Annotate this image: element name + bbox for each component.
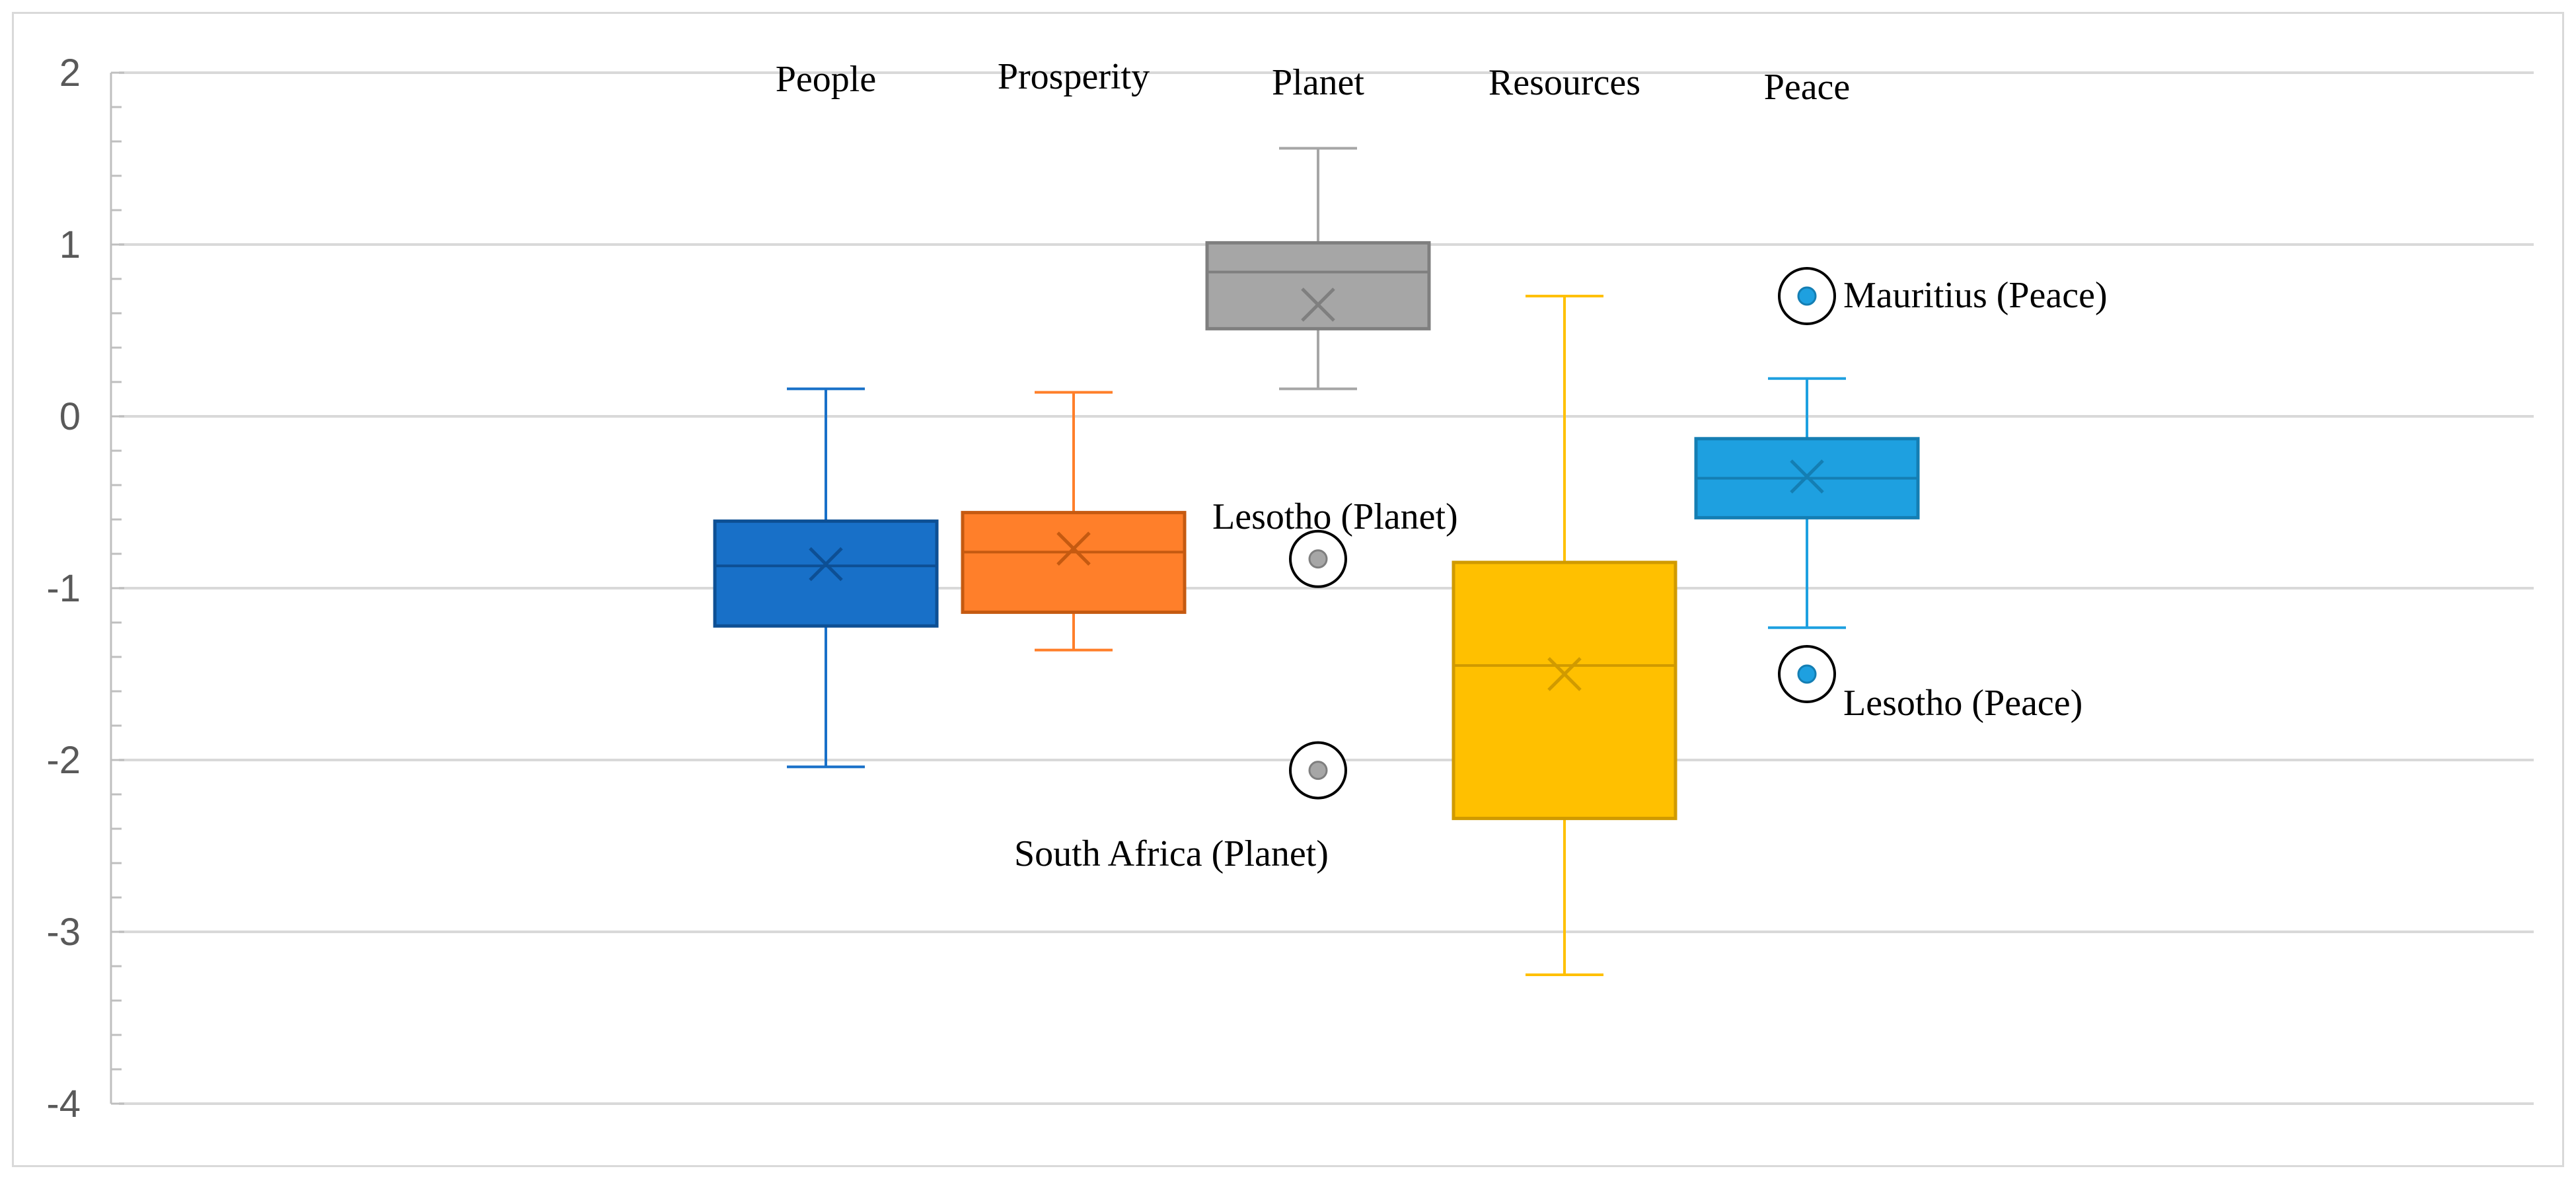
mean-marker (1301, 287, 1335, 322)
category-label: Resources (1489, 62, 1640, 103)
box-iqr (1452, 560, 1677, 820)
mean-marker (1056, 531, 1091, 566)
y-tick-label: 1 (59, 223, 81, 266)
category-label: Planet (1272, 62, 1364, 103)
category-label: People (776, 59, 876, 100)
box-iqr (961, 511, 1187, 614)
outlier-point (1797, 286, 1817, 306)
y-tick-label: -1 (46, 567, 81, 610)
box-iqr (713, 519, 939, 628)
y-tick-label: 2 (59, 52, 81, 95)
outlier-label: Mauritius (Peace) (1843, 275, 2108, 316)
category-label: Peace (1764, 67, 1851, 108)
outlier-point (1308, 549, 1328, 569)
outlier-point (1308, 761, 1328, 780)
outlier-point (1797, 664, 1817, 684)
mean-marker (1790, 459, 1824, 494)
mean-marker (809, 547, 843, 582)
mean-marker (1547, 657, 1582, 691)
y-tick-label: -3 (46, 911, 81, 954)
y-tick-label: -4 (46, 1083, 81, 1125)
category-label: Prosperity (998, 56, 1150, 97)
y-tick-label: 0 (59, 395, 81, 438)
outlier-label: Lesotho (Peace) (1843, 683, 2082, 724)
box-iqr (1205, 241, 1431, 330)
outlier-label: Lesotho (Planet) (1212, 496, 1458, 537)
y-tick-label: -2 (46, 739, 81, 782)
outlier-label: South Africa (Planet) (1014, 833, 1329, 874)
